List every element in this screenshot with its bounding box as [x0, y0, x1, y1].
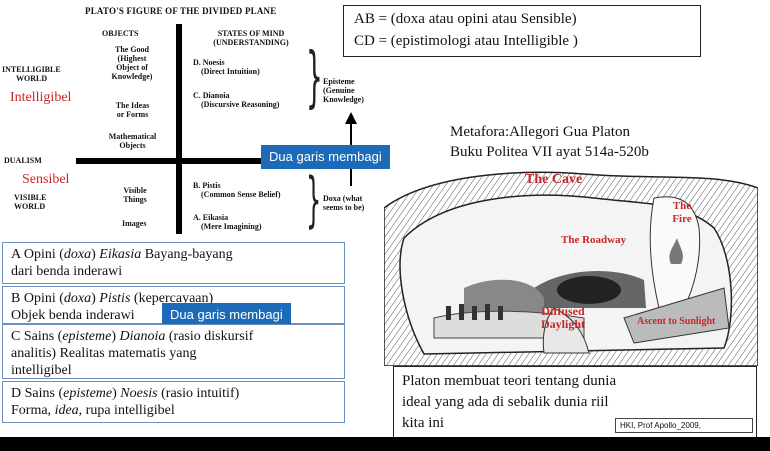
- diffused-daylight-label: Diffused Daylight: [541, 304, 586, 331]
- states-heading: STATES OF MIND (UNDERSTANDING): [213, 29, 289, 47]
- box-c-sains-dianoia: C Sains (episteme) Dianoia (rasio diskur…: [2, 324, 345, 379]
- dualism-label: DUALISM: [4, 156, 42, 165]
- cave-title: The Cave: [525, 172, 583, 187]
- sensibel-label: Sensibel: [22, 172, 70, 187]
- pistis: B. Pistis (Common Sense Belief): [193, 181, 281, 199]
- episteme: Episteme (Genuine Knowledge): [323, 77, 364, 104]
- visible-things: Visible Things: [123, 186, 147, 204]
- brace-upper: }: [306, 38, 323, 115]
- intelligibel-label: Intelligibel: [10, 90, 72, 105]
- ideas-forms: The Ideas or Forms: [115, 101, 150, 119]
- box-d-sains-noesis: D Sains (episteme) Noesis (rasio intuiti…: [2, 381, 345, 423]
- cd-line: CD = (epistimologi atau Intelligible ): [354, 33, 578, 49]
- noesis: D. Noesis (Direct Intuition): [193, 58, 260, 76]
- figure-title: PLATO'S FIGURE OF THE DIVIDED PLANE: [85, 6, 277, 16]
- the-good: The Good (Highest Object of Knowledge): [111, 45, 153, 81]
- ab-line: AB = (doxa atau opini atau Sensible): [354, 11, 577, 27]
- brace-lower: }: [306, 165, 322, 235]
- roadway-label: The Roadway: [561, 234, 627, 246]
- cave-illustration: [384, 171, 758, 366]
- bottom-strip: [0, 437, 770, 451]
- banner-dua-garis-middle: Dua garis membagi: [162, 303, 291, 327]
- eikasia: A. Eikasia (Mere Imagining): [193, 213, 262, 231]
- dianoia: C. Dianoia (Discursive Reasoning): [193, 91, 280, 109]
- banner-dua-garis-top: Dua garis membagi: [261, 145, 390, 169]
- objects-heading: OBJECTS: [102, 29, 139, 38]
- abcd-definition-box: AB = (doxa atau opini atau Sensible) CD …: [343, 5, 701, 57]
- horizontal-axis: [76, 158, 266, 164]
- math-objects: Mathematical Objects: [108, 132, 157, 150]
- box-a-opini-eikasia: A Opini (doxa) Eikasia Bayang-bayang dar…: [2, 242, 345, 284]
- ascent-label: Ascent to Sunlight: [637, 316, 716, 327]
- metafora-caption: Metafora:Allegori Gua Platon Buku Polite…: [450, 124, 649, 160]
- doxa: Doxa (what seems to be): [323, 194, 365, 212]
- images-label: Images: [122, 219, 147, 228]
- intelligible-world-label: INTELLIGIBLE WORLD: [2, 65, 61, 83]
- vertical-axis: [176, 24, 182, 234]
- fire-label: The Fire: [672, 200, 692, 225]
- platon-quote-box: Platon membuat teori tentang dunia ideal…: [393, 366, 757, 438]
- credit-label: HKI, Prof Apollo_2009,: [615, 418, 753, 433]
- visible-world-label: VISIBLE WORLD: [14, 193, 47, 211]
